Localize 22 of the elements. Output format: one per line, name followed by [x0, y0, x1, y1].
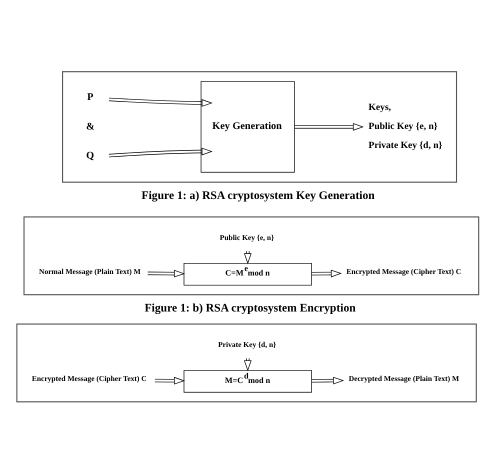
arrow — [311, 376, 344, 384]
arrow — [311, 270, 342, 278]
arrow — [108, 98, 213, 107]
arrow — [147, 270, 185, 278]
node-text: P — [87, 92, 94, 103]
cluster — [62, 71, 458, 183]
node-text: Encrypted Message (Cipher Text) C — [32, 374, 147, 384]
node-label: Figure 1: b) RSA cryptosystem Encryption — [144, 301, 356, 314]
cluster — [23, 216, 480, 296]
node-text: Decrypted Message (Plain Text) M — [348, 374, 460, 384]
arrow — [294, 123, 364, 131]
node-label: Figure 1: a) RSA cryptosystem Key Generation — [142, 188, 375, 202]
arrow — [108, 148, 213, 158]
node-text: Private Key {d, n} — [218, 340, 276, 350]
arrow — [154, 376, 185, 385]
node-text: Normal Message (Plain Text) M — [39, 267, 141, 276]
node-text: Keys, Public Key {e, n} Private Key {d, n} — [368, 102, 442, 152]
label: & — [86, 121, 95, 132]
node-text: Q — [86, 150, 94, 162]
node-text: Encrypted Message (Cipher Text) C — [346, 267, 462, 276]
cluster — [16, 324, 477, 402]
node-text: Public Key {e, n} — [220, 233, 274, 242]
